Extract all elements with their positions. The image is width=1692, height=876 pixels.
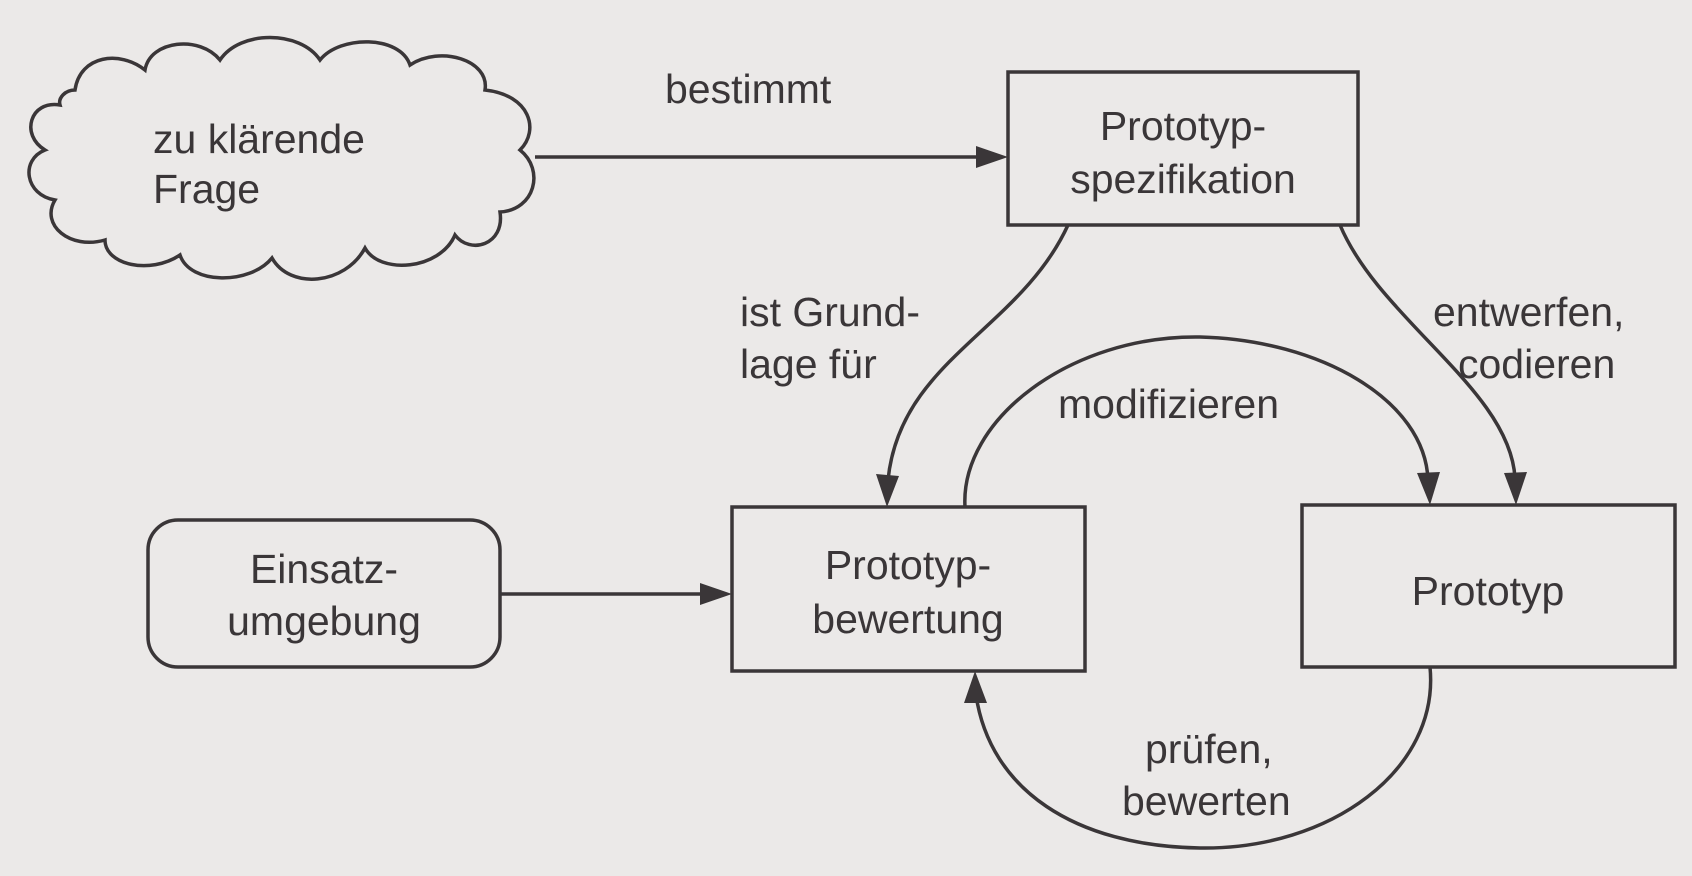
edge-environment-to-evaluation [500, 583, 732, 605]
edge-design-code-label-line2: codieren [1458, 341, 1615, 387]
prototype-label: Prototyp [1412, 568, 1565, 614]
evaluation-label-line1: Prototyp- [825, 542, 991, 588]
edge-design-code: entwerfen, codieren [1338, 224, 1624, 505]
question-label-line2: Frage [153, 166, 260, 212]
specification-box: Prototyp- spezifikation [1006, 70, 1360, 227]
environment-box: Einsatz- umgebung [146, 518, 502, 669]
arrowhead-basis-for [876, 474, 899, 507]
edge-basis-for: ist Grund- lage für [740, 224, 1070, 507]
evaluation-label-line2: bewertung [812, 596, 1003, 642]
edge-check-evaluate: prüfen, bewerten [964, 666, 1433, 850]
question-label-line1: zu klärende [153, 116, 365, 162]
evaluation-box: Prototyp- bewertung [730, 505, 1087, 673]
specification-label-line1: Prototyp- [1100, 103, 1266, 149]
arrowhead-environment [700, 583, 732, 605]
edge-determines-label: bestimmt [665, 66, 832, 112]
arrowhead-check-evaluate [964, 671, 987, 703]
question-cloud: zu klärende Frage [27, 35, 536, 281]
arrowhead-design-code [1504, 472, 1527, 505]
prototype-box: Prototyp [1300, 503, 1677, 669]
edge-check-evaluate-label-line2: bewerten [1122, 778, 1291, 824]
environment-label-line2: umgebung [227, 598, 421, 644]
environment-label-line1: Einsatz- [250, 546, 398, 592]
specification-label-line2: spezifikation [1070, 156, 1296, 202]
edge-modify: modifizieren [963, 335, 1440, 508]
edge-basis-for-label-line2: lage für [740, 341, 877, 387]
edge-design-code-label-line1: entwerfen, [1433, 289, 1624, 335]
edge-determines: bestimmt [535, 66, 1008, 168]
edge-check-evaluate-label-line1: prüfen, [1145, 726, 1273, 772]
edge-modify-label: modifizieren [1058, 381, 1279, 427]
edge-basis-for-label-line1: ist Grund- [740, 289, 920, 335]
arrowhead-determines [976, 146, 1008, 168]
arrowhead-modify [1417, 472, 1440, 505]
